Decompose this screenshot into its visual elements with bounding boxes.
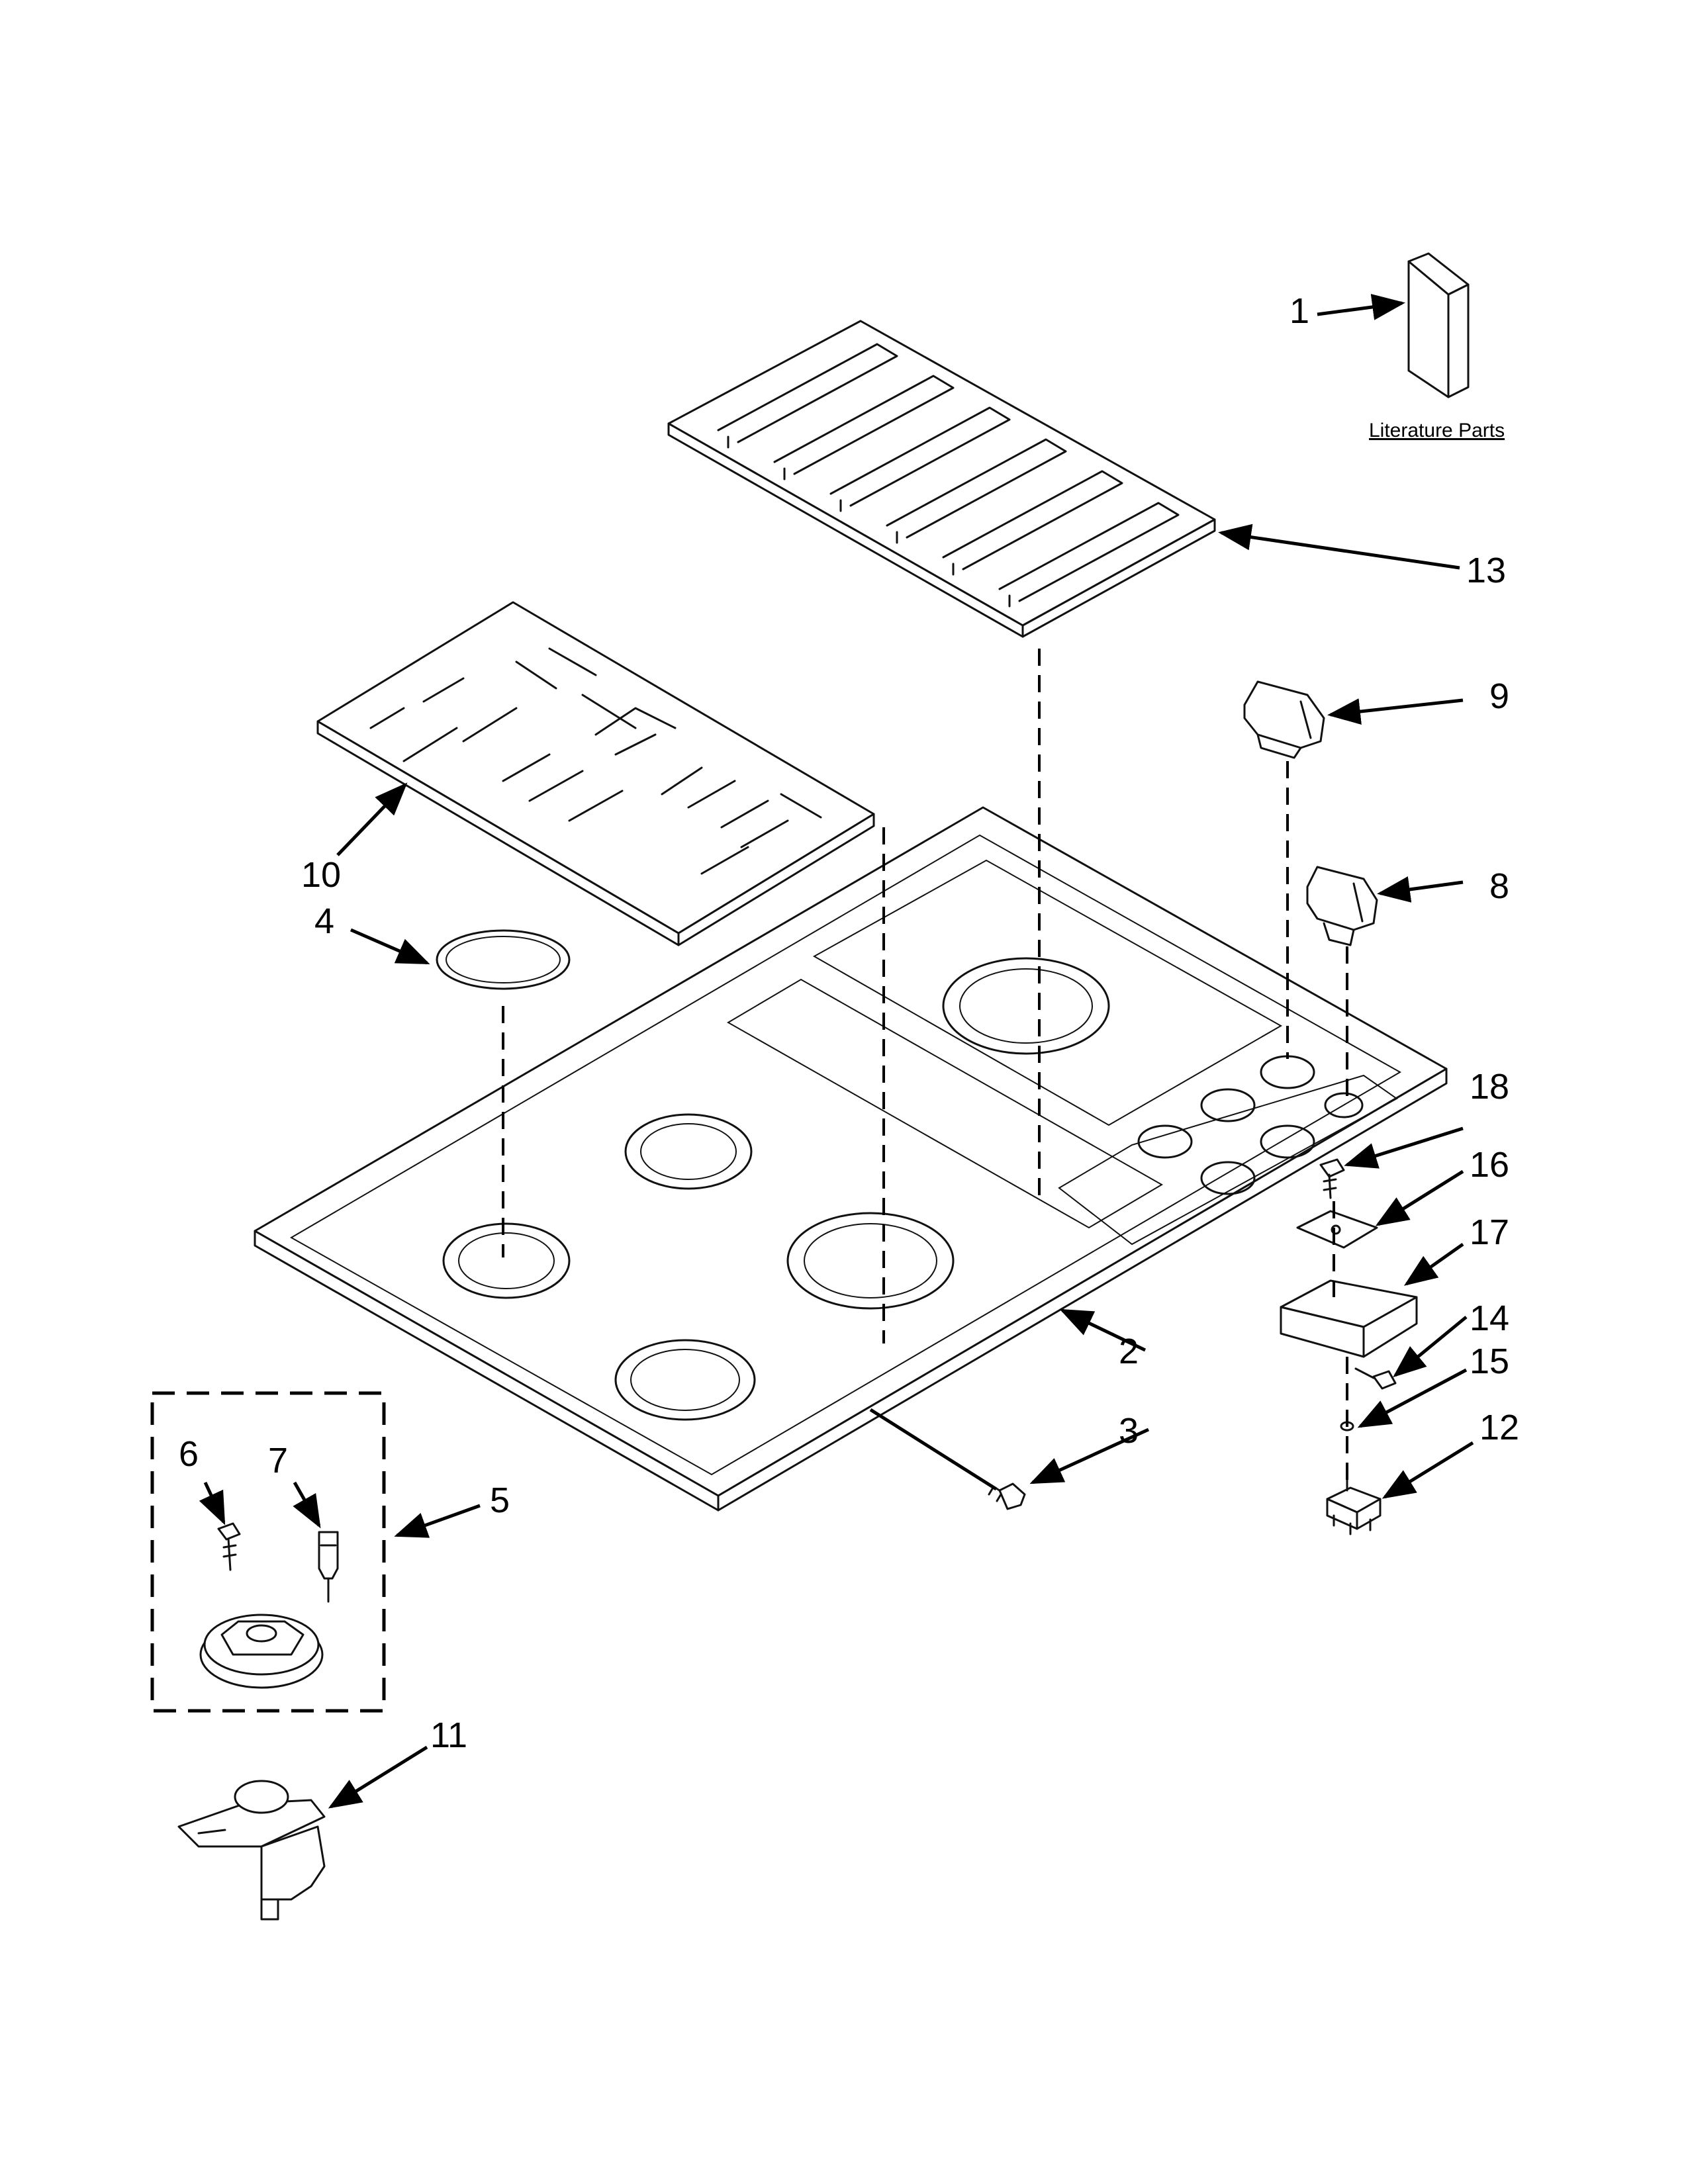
burner-base [199,1614,324,1689]
left-grate [316,601,875,946]
leader-10 [336,782,408,856]
leader-15 [1357,1368,1468,1428]
electrode-7 [318,1531,339,1603]
leader-1 [1317,294,1405,320]
literature-parts-booklet [1407,252,1470,398]
leader-11 [328,1745,428,1809]
screw-6 [217,1522,241,1571]
leader-9 [1327,698,1464,725]
leader-14 [1393,1316,1468,1378]
callout-2: 2 [1119,1332,1139,1371]
screw-18 [1319,1158,1345,1199]
knob-small [1306,866,1378,946]
leader-5 [394,1504,481,1538]
callout-14: 14 [1470,1298,1509,1338]
callout-12: 12 [1479,1408,1519,1447]
callout-15: 15 [1470,1342,1509,1381]
leader-16 [1375,1169,1464,1226]
leader-17 [1403,1242,1464,1286]
leader-13 [1218,523,1460,570]
callout-1: 1 [1289,291,1309,331]
callout-11: 11 [430,1715,467,1755]
callout-6: 6 [179,1434,199,1474]
callout-7: 7 [268,1441,288,1480]
callout-4: 4 [314,901,334,941]
insulator-16 [1296,1210,1378,1249]
callout-13: 13 [1466,551,1506,590]
screw-14 [1354,1367,1397,1390]
callout-10: 10 [301,855,341,895]
leader-7 [293,1481,321,1529]
cooktop [254,806,1448,1512]
literature-parts-caption: Literature Parts [1369,420,1505,441]
valve [177,1780,326,1921]
leader-6 [199,1481,226,1525]
callout-17: 17 [1470,1212,1509,1252]
leader-18 [1344,1126,1464,1169]
burner-ring [436,929,571,990]
knob-large [1243,680,1325,759]
burner-kit-box [150,1391,386,1713]
bracket-17 [1280,1279,1418,1358]
leader-3 [1029,1428,1150,1484]
leader-3a [869,1408,998,1491]
callout-18: 18 [1470,1067,1509,1107]
switch-12 [1326,1475,1382,1535]
leader-12 [1382,1441,1474,1499]
callout-5: 5 [490,1480,510,1520]
callout-3: 3 [1119,1411,1139,1451]
leader-4 [350,928,430,965]
leader-2 [1059,1308,1147,1352]
callout-8: 8 [1489,866,1509,906]
right-grate [667,320,1216,638]
callout-9: 9 [1489,676,1509,716]
callout-16: 16 [1470,1145,1509,1185]
leader-8 [1377,876,1464,903]
